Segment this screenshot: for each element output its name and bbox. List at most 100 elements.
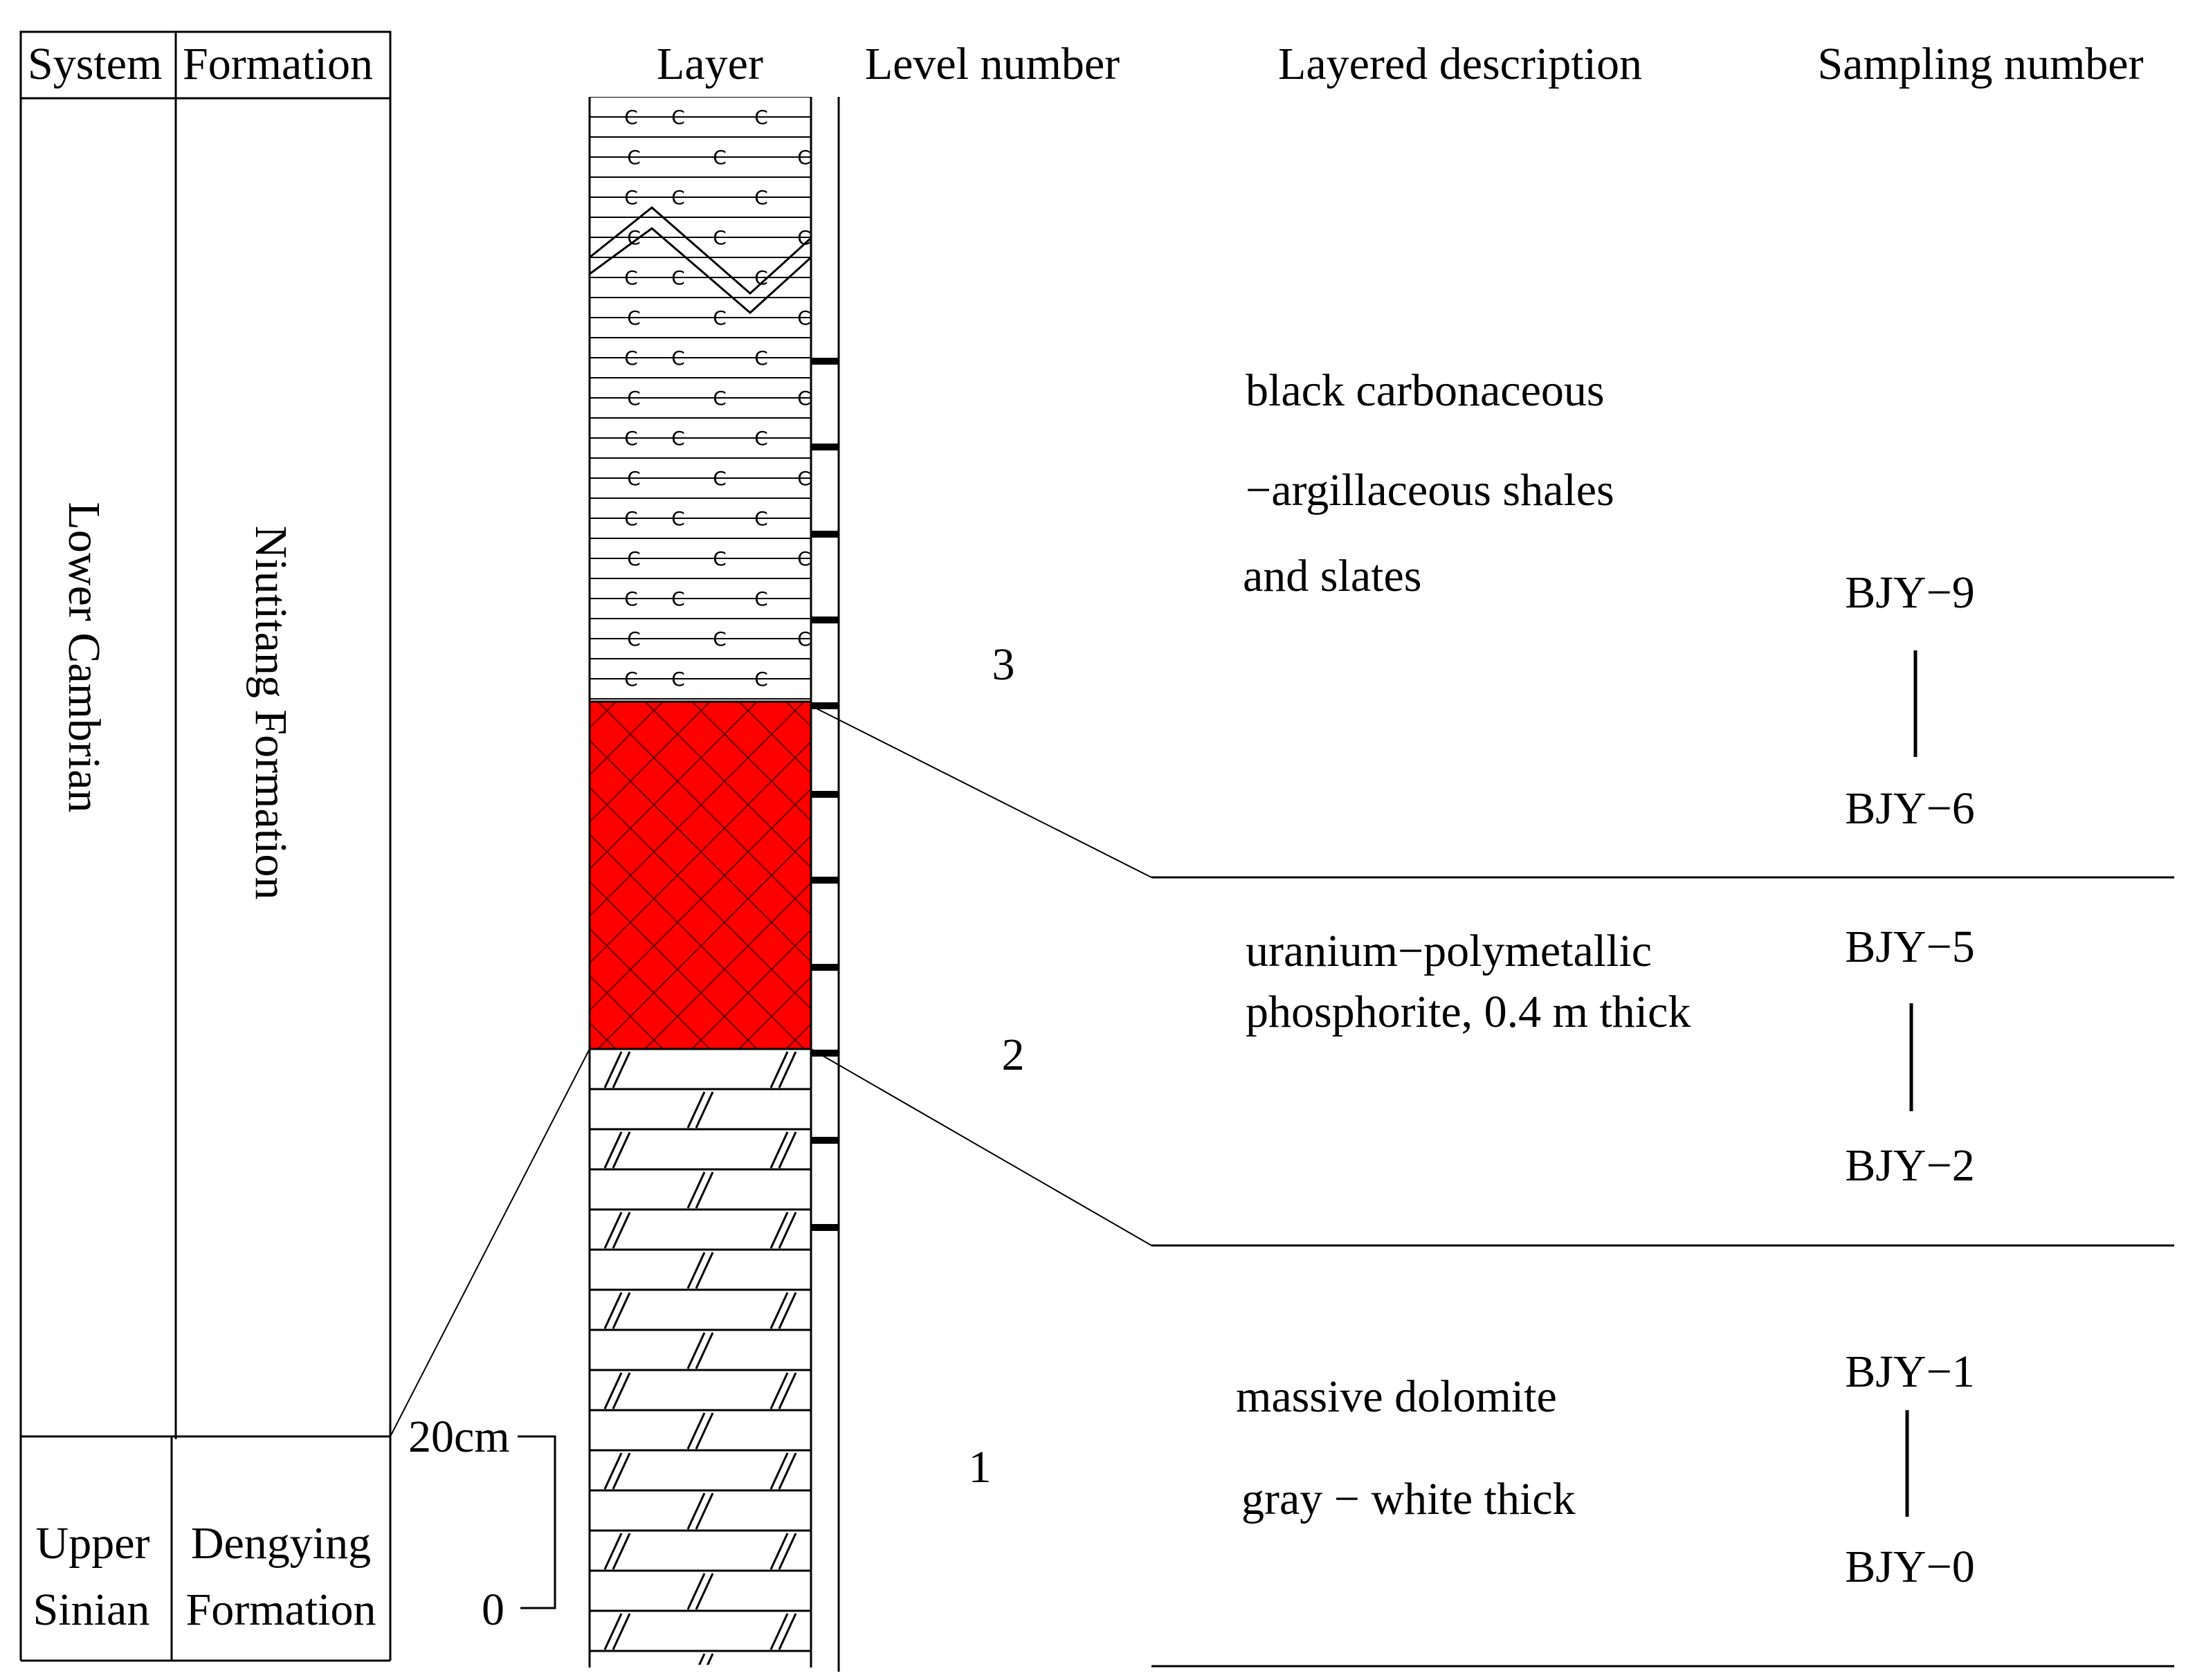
shale-c-mark: C — [624, 186, 638, 209]
shale-c-mark: C — [713, 387, 727, 410]
shale-c-mark: C — [624, 266, 638, 289]
dolomite-slash — [603, 1452, 623, 1490]
crosshatch-line — [833, 702, 1181, 1049]
dolomite-slash — [778, 1131, 797, 1169]
dolomite-slash — [769, 1613, 789, 1650]
crosshatch-line — [590, 880, 758, 1049]
phosphorite-clip — [174, 702, 1275, 1049]
scale-bar — [518, 1435, 556, 1609]
shale-c-mark: C — [624, 427, 638, 450]
level-number-2: 2 — [1002, 1030, 1025, 1080]
dolomite-slash — [686, 1492, 706, 1530]
shale-c-mark: C — [671, 347, 685, 369]
dolomite-slash — [686, 1573, 706, 1610]
dolomite-slash — [612, 1452, 631, 1490]
crosshatch-line — [644, 882, 811, 1049]
correlation-lines — [390, 705, 1152, 1437]
shale-c-mark: C — [671, 427, 685, 450]
shale-c-mark: C — [671, 106, 685, 129]
fold-zigzag-lower — [590, 227, 811, 315]
dolomite-background — [590, 1049, 811, 1665]
dolomite-slash — [612, 1131, 631, 1169]
dolomite-slash — [778, 1212, 797, 1249]
dolomite-slash — [769, 1452, 789, 1490]
shale-c-mark: C — [713, 628, 727, 650]
dolomite-slash — [778, 1051, 797, 1088]
shale-c-mark: C — [624, 106, 638, 129]
dolomite-slash — [686, 1412, 706, 1450]
shale-c-mark: C — [671, 507, 685, 530]
lower-cambrian-label: Lower Cambrian — [59, 502, 109, 812]
connector-lower — [810, 1048, 1152, 1246]
sample-1-bottom: BJY−0 — [1845, 1542, 1975, 1592]
shale-c-mark: C — [624, 668, 638, 691]
sample-3-bottom: BJY−6 — [1845, 783, 1975, 834]
shale-c-mark: C — [797, 307, 811, 329]
phosphorite-lithology — [174, 702, 1275, 1049]
dolomite-slash — [603, 1131, 623, 1169]
level-number-3: 3 — [992, 639, 1015, 690]
shale-c-mark: C — [671, 587, 685, 610]
scale-bracket — [518, 1435, 556, 1609]
dolomite-slash — [686, 1332, 706, 1369]
dolomite-slash — [612, 1533, 631, 1570]
shale-c-mark: C — [624, 507, 638, 530]
dolomite-slash — [769, 1533, 789, 1570]
shale-c-mark: C — [797, 547, 811, 570]
level-ticks — [811, 358, 839, 1231]
shale-c-mark: C — [797, 628, 811, 650]
scale-bottom-label: 0 — [482, 1585, 504, 1635]
shale-c-mark: C — [797, 467, 811, 490]
crosshatch-line — [927, 702, 1275, 1049]
dolomite-slash — [778, 1372, 797, 1409]
crosshatch-line — [691, 702, 811, 822]
left-table — [19, 30, 392, 1662]
shale-background — [590, 97, 811, 702]
shale-c-mark: C — [624, 587, 638, 610]
dolomite-slash — [686, 1252, 706, 1289]
niutitang-formation-label: Niutitang Formation — [246, 526, 296, 900]
dolomite-slash — [769, 1372, 789, 1409]
shale-c-mark: C — [713, 146, 727, 169]
sample-3-top: BJY−9 — [1845, 567, 1975, 618]
shale-c-mark: C — [754, 186, 768, 209]
dolomite-slash — [778, 1533, 797, 1570]
shale-c-mark: C — [624, 347, 638, 369]
crosshatch-line — [174, 702, 522, 1049]
shale-c-mark: C — [627, 307, 641, 329]
crosshatch-line — [833, 702, 1181, 1049]
crosshatch-line — [738, 976, 811, 1049]
crosshatch-line — [590, 927, 711, 1049]
shale-c-mark: C — [713, 226, 727, 249]
crosshatch-line — [590, 702, 664, 776]
level-number-1: 1 — [969, 1442, 992, 1492]
crosshatch-line — [590, 702, 758, 870]
dolomite-slash — [603, 1212, 623, 1249]
sample-2-top: BJY−5 — [1845, 922, 1975, 972]
dolomite-slash — [603, 1613, 623, 1650]
shale-c-mark: C — [754, 266, 768, 289]
connector-base — [390, 1048, 590, 1437]
crosshatch-line — [927, 702, 1275, 1049]
shale-c-mark: C — [754, 587, 768, 610]
header-row-frame — [19, 30, 392, 100]
shale-c-mark: C — [627, 547, 641, 570]
desc-2-line2: phosphorite, 0.4 m thick — [1246, 987, 1691, 1037]
shale-c-mark: C — [627, 628, 641, 650]
dolomite-slash — [769, 1051, 789, 1088]
shale-c-mark: C — [754, 347, 768, 369]
header-sampling-number: Sampling number — [1817, 39, 2143, 89]
dolomite-slash — [695, 1171, 714, 1209]
dolomite-slash — [612, 1372, 631, 1409]
crosshatch-line — [590, 702, 805, 917]
shale-c-mark: C — [797, 146, 811, 169]
crosshatch-line — [590, 787, 811, 1012]
crosshatch-line — [590, 740, 811, 965]
crosshatch-line — [644, 702, 811, 869]
dolomite-slash — [603, 1051, 623, 1088]
shale-c-mark: C — [797, 387, 811, 410]
dolomite-lithology — [590, 1049, 811, 1665]
